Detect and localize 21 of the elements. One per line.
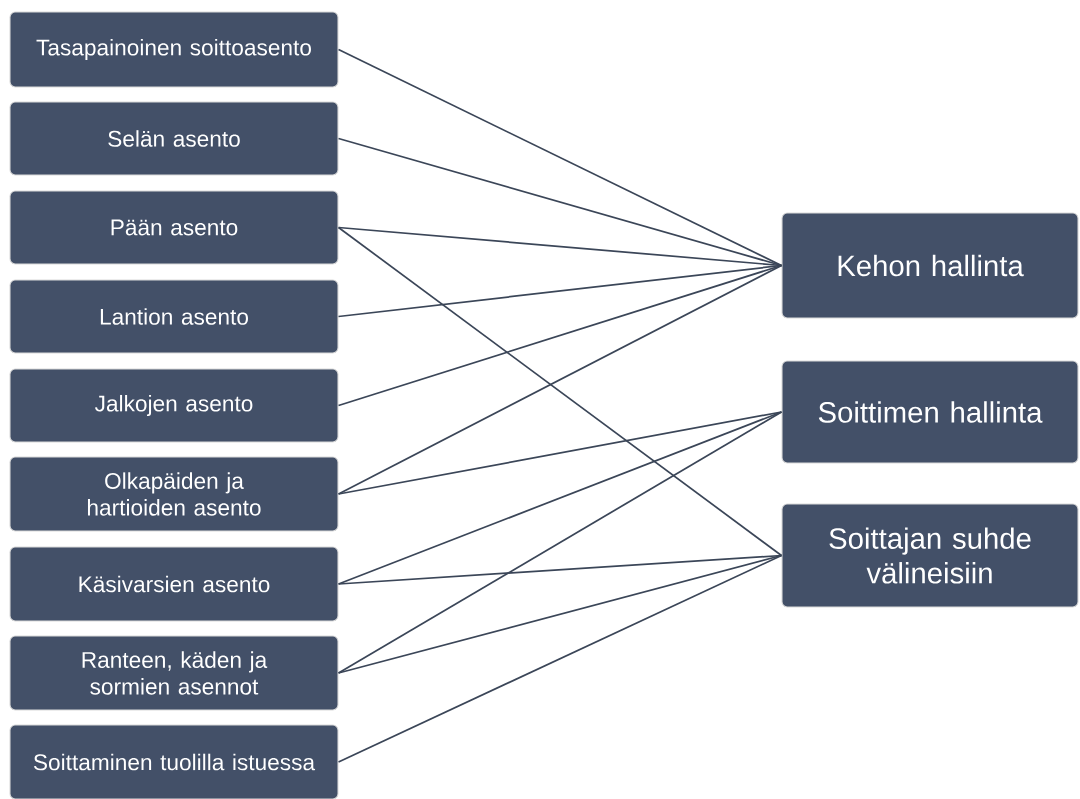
connector-line	[337, 137, 783, 267]
connector-line	[337, 554, 783, 763]
item-box: Olkapäiden ja hartioiden asento	[9, 456, 339, 532]
category-box: Kehon hallinta	[781, 212, 1079, 319]
connector-line	[337, 226, 783, 557]
connector-line	[337, 264, 783, 407]
connector-line	[337, 264, 783, 495]
item-box: Jalkojen asento	[9, 368, 339, 443]
item-box: Selän asento	[9, 101, 339, 176]
connector-line	[337, 411, 783, 585]
item-box: Lantion asento	[9, 279, 339, 354]
item-box: Soittaminen tuolilla istuessa	[9, 724, 339, 799]
connector-line	[337, 226, 783, 267]
category-box: Soittimen hallinta	[781, 360, 1079, 464]
item-box: Tasapainoinen soittoasento	[9, 11, 339, 88]
connector-line	[337, 411, 783, 495]
connector-line	[337, 411, 783, 674]
item-box: Käsivarsien asento	[9, 546, 339, 622]
category-box: Soittajan suhde välineisiin	[781, 503, 1079, 608]
item-box: Pään asento	[9, 190, 339, 265]
item-box: Ranteen, käden ja sormien asennot	[9, 635, 339, 711]
